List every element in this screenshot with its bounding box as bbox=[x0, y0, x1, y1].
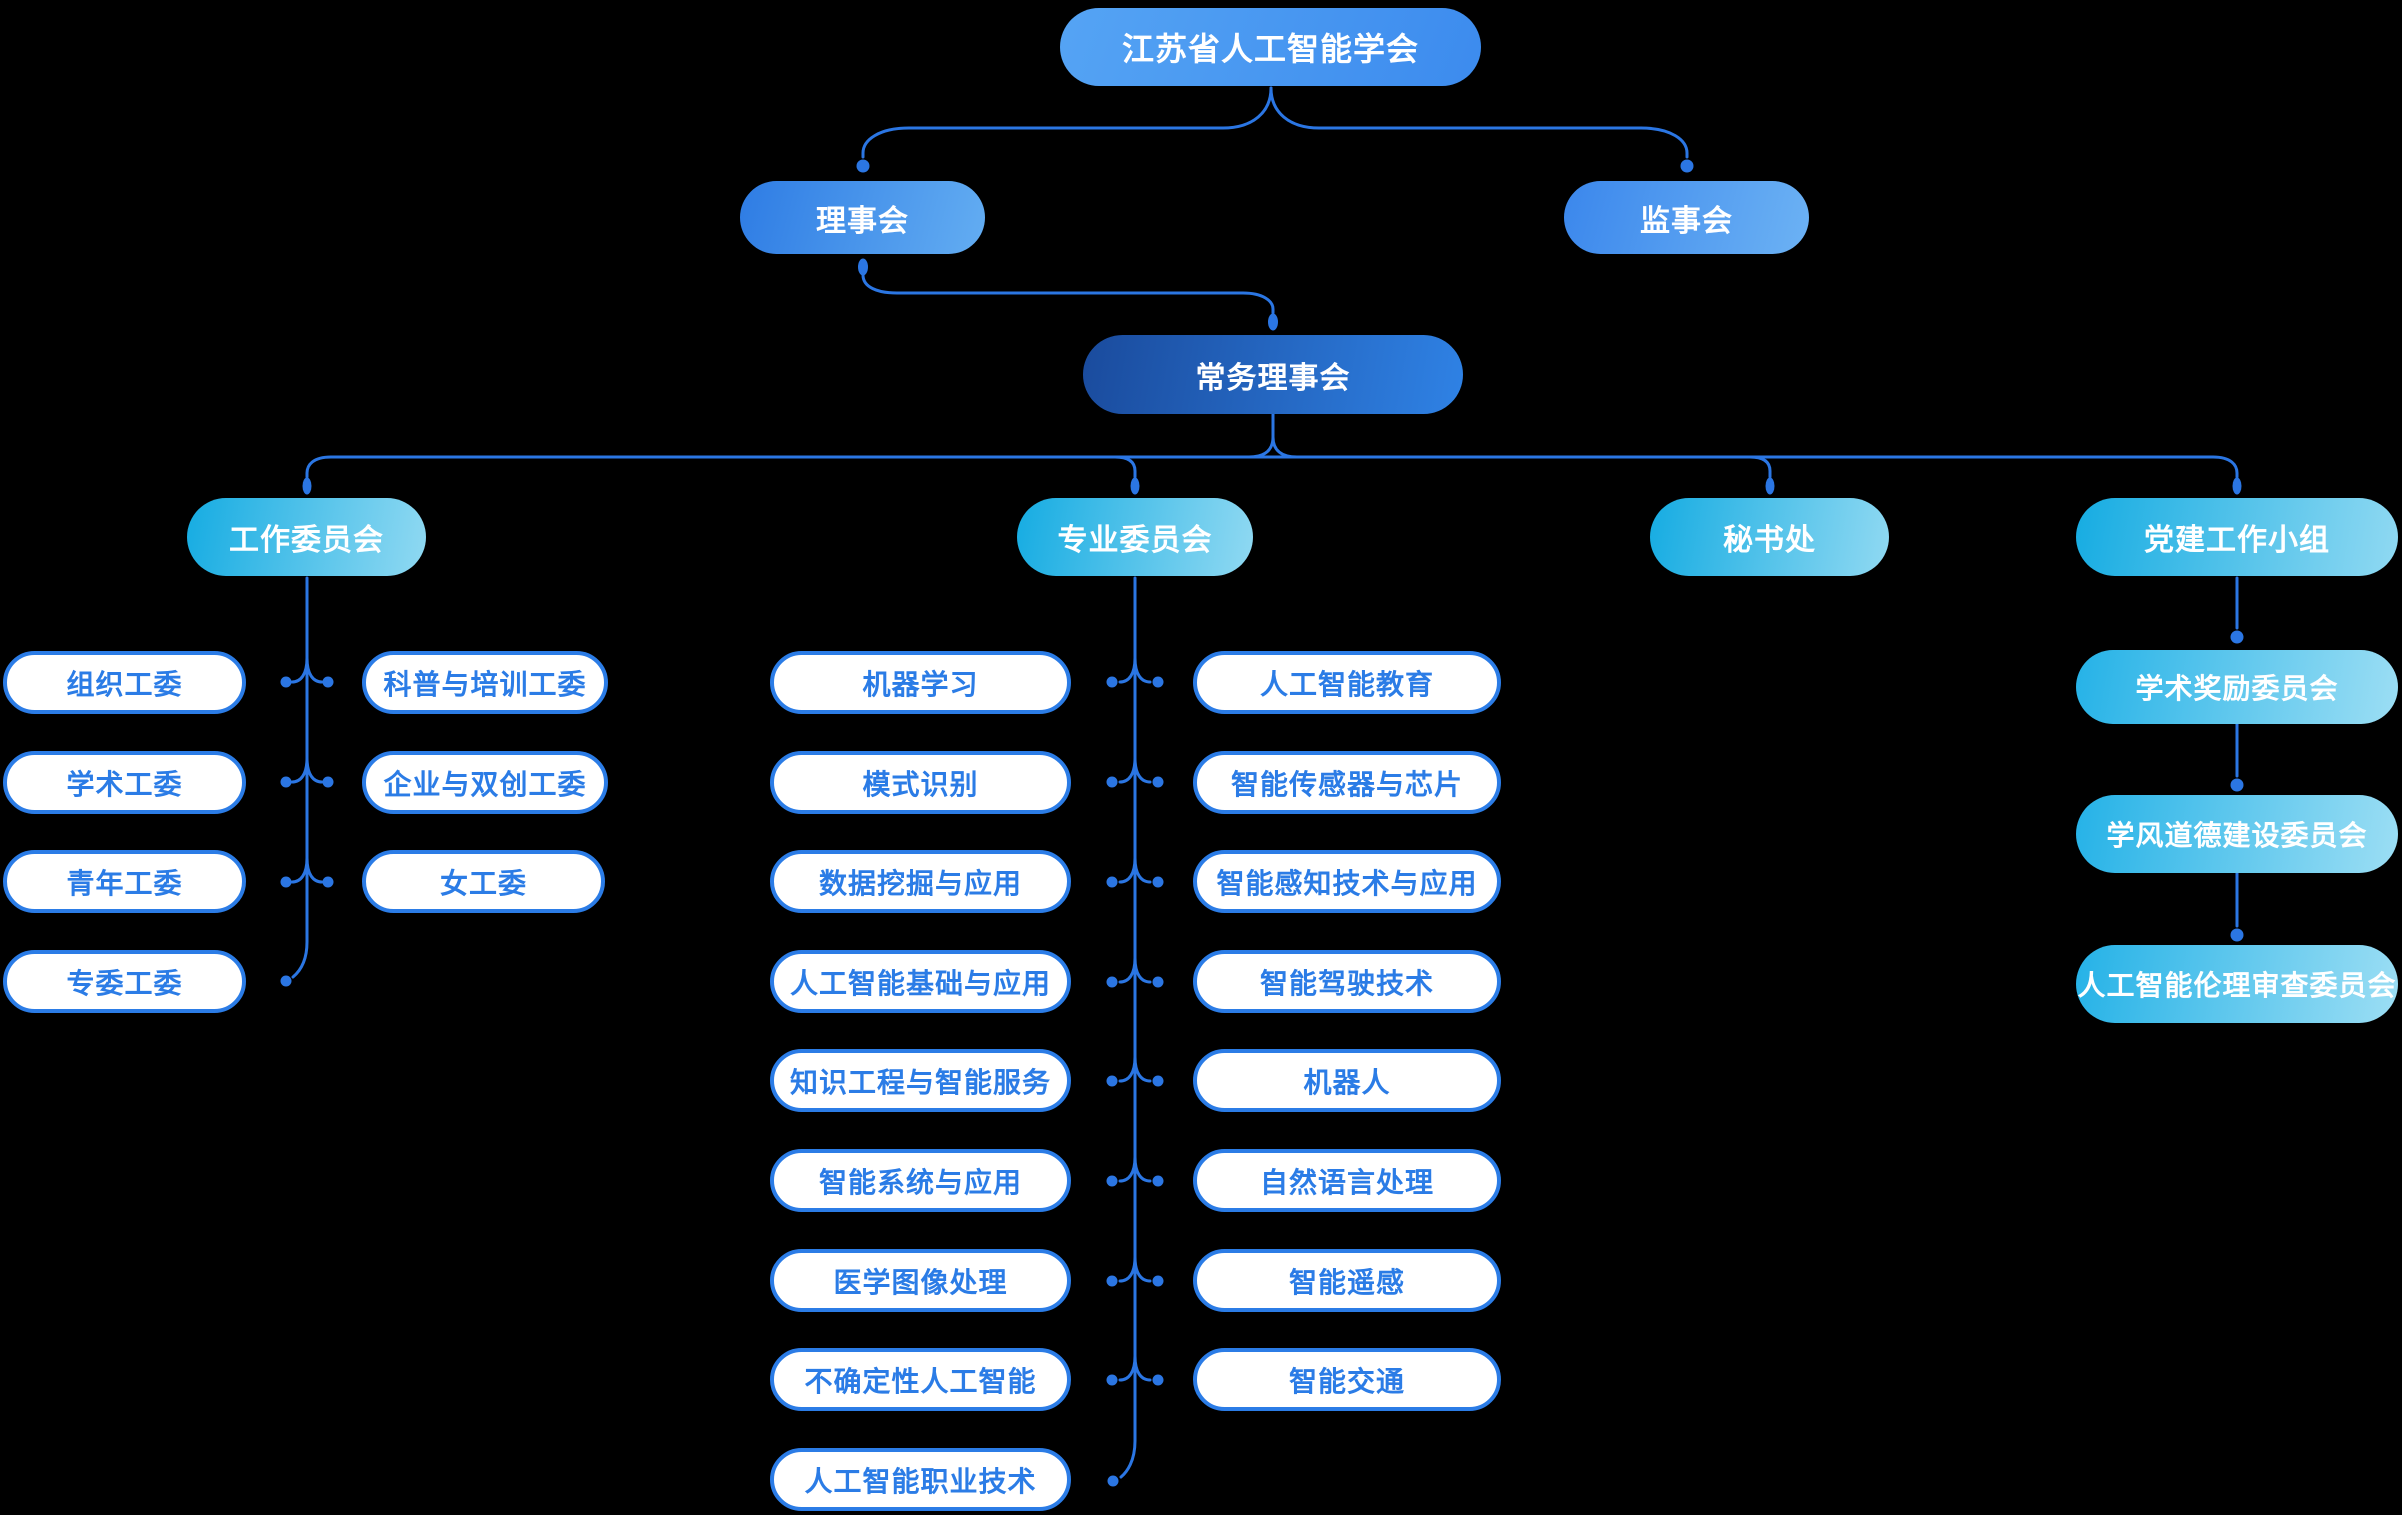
working-committee-item: 企业与双创工委 bbox=[362, 751, 608, 814]
node-professional-committee: 专业委员会 bbox=[1017, 498, 1253, 576]
working-committee-item: 组织工委 bbox=[3, 651, 246, 714]
node-working-committee: 工作委员会 bbox=[187, 498, 426, 576]
working-committee-trunk bbox=[280, 576, 334, 987]
professional-committee-item: 模式识别 bbox=[770, 751, 1071, 814]
professional-committee-item: 人工智能基础与应用 bbox=[770, 950, 1071, 1013]
node-board: 理事会 bbox=[740, 181, 985, 254]
professional-committee-item: 智能驾驶技术 bbox=[1193, 950, 1501, 1013]
board-to-standing-connector bbox=[858, 258, 1278, 331]
node-supervisory-board: 监事会 bbox=[1564, 181, 1809, 254]
professional-committee-item: 自然语言处理 bbox=[1193, 1149, 1501, 1212]
professional-committee-item: 人工智能职业技术 bbox=[770, 1448, 1071, 1511]
working-committee-item: 女工委 bbox=[362, 850, 605, 913]
top-split-connector bbox=[856, 86, 1694, 173]
professional-committee-item: 智能感知技术与应用 bbox=[1193, 850, 1501, 913]
working-committee-item: 青年工委 bbox=[3, 850, 246, 913]
distributor-connector bbox=[302, 412, 2242, 495]
node-standing-board: 常务理事会 bbox=[1083, 335, 1463, 414]
professional-committee-item: 智能系统与应用 bbox=[770, 1149, 1071, 1212]
professional-committee-item: 知识工程与智能服务 bbox=[770, 1049, 1071, 1112]
professional-committee-trunk bbox=[1106, 576, 1164, 1487]
professional-committee-item: 数据挖掘与应用 bbox=[770, 850, 1071, 913]
professional-committee-item: 智能遥感 bbox=[1193, 1249, 1501, 1312]
party-committee-item: 学术奖励委员会 bbox=[2076, 650, 2398, 724]
party-building-column-connector bbox=[2230, 576, 2244, 942]
node-secretariat: 秘书处 bbox=[1650, 498, 1889, 576]
party-committee-item: 人工智能伦理审查委员会 bbox=[2076, 945, 2398, 1023]
professional-committee-item: 人工智能教育 bbox=[1193, 651, 1501, 714]
node-root: 江苏省人工智能学会 bbox=[1060, 8, 1481, 86]
working-committee-item: 科普与培训工委 bbox=[362, 651, 608, 714]
professional-committee-item: 机器人 bbox=[1193, 1049, 1501, 1112]
working-committee-item: 专委工委 bbox=[3, 950, 246, 1013]
professional-committee-item: 机器学习 bbox=[770, 651, 1071, 714]
professional-committee-item: 智能交通 bbox=[1193, 1348, 1501, 1411]
professional-committee-item: 智能传感器与芯片 bbox=[1193, 751, 1501, 814]
working-committee-item: 学术工委 bbox=[3, 751, 246, 814]
party-committee-item: 学风道德建设委员会 bbox=[2076, 795, 2398, 873]
professional-committee-item: 不确定性人工智能 bbox=[770, 1348, 1071, 1411]
node-party-building-group: 党建工作小组 bbox=[2076, 498, 2398, 576]
professional-committee-item: 医学图像处理 bbox=[770, 1249, 1071, 1312]
